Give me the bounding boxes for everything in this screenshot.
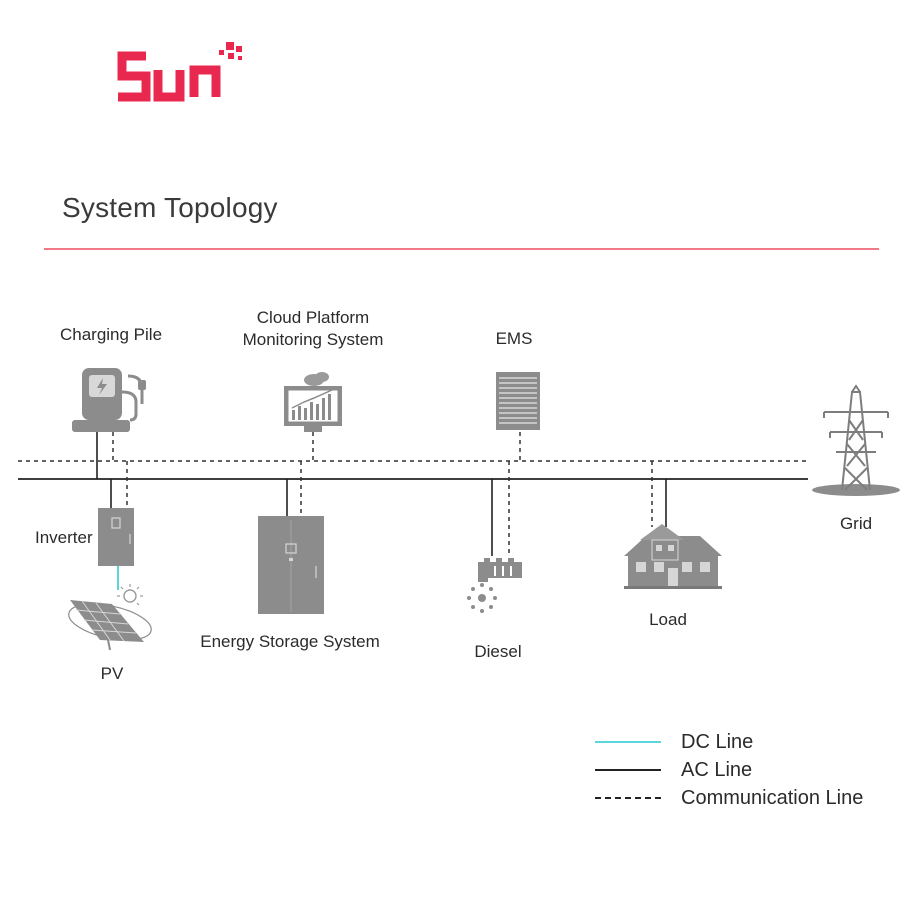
legend-dc: DC Line [595, 728, 753, 756]
diesel-label: Diesel [474, 642, 522, 661]
cloud-platform-label-line2: Monitoring System [242, 330, 384, 349]
house-icon [624, 524, 722, 589]
pv-label: PV [100, 664, 124, 683]
solar-panel-icon [68, 584, 152, 651]
title-divider [44, 248, 879, 250]
ems-label: EMS [495, 329, 533, 348]
legend-dc-label: DC Line [681, 730, 754, 753]
server-rack-icon [496, 372, 540, 430]
storage-cabinet-icon [258, 516, 324, 614]
charging-pile-icon [72, 368, 146, 432]
cloud-platform-label-line1: Cloud Platform [256, 308, 370, 327]
legend-comm-swatch [595, 797, 661, 799]
legend-ac: AC Line [595, 756, 752, 784]
legend-dc-swatch [595, 741, 661, 743]
diesel-generator-icon [467, 558, 522, 613]
grid-label: Grid [839, 514, 873, 533]
legend-comm: Communication Line [595, 784, 863, 812]
monitor-chart-icon [284, 372, 342, 432]
load-label: Load [649, 610, 687, 629]
legend-comm-label: Communication Line [681, 786, 864, 809]
legend-ac-label: AC Line [681, 758, 753, 781]
energy-storage-label: Energy Storage System [200, 632, 380, 651]
page-title: System Topology [62, 192, 278, 223]
charging-pile-label: Charging Pile [59, 325, 163, 344]
inverter-cabinet-icon [98, 508, 134, 566]
transmission-tower-icon [812, 384, 900, 496]
sun-logo [117, 42, 242, 102]
legend-ac-swatch [595, 769, 661, 771]
inverter-label: Inverter [35, 528, 93, 547]
